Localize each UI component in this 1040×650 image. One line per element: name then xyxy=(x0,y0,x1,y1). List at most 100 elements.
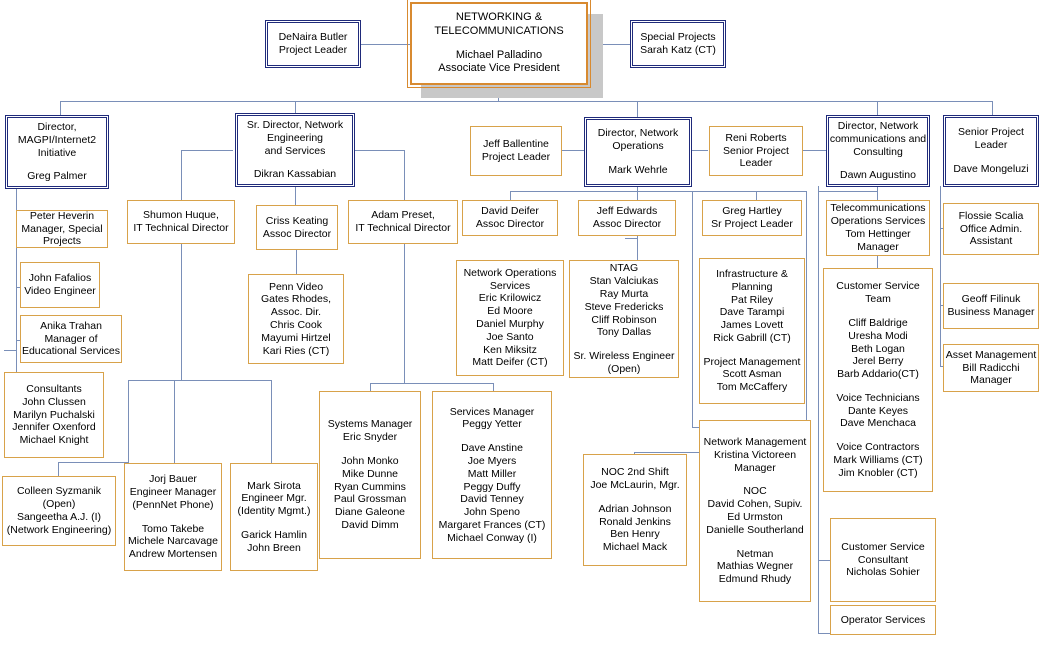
node-text-line: Engineer Mgr. xyxy=(241,492,307,505)
connector xyxy=(60,101,992,102)
node-text-line: Project Leader xyxy=(481,151,551,163)
connector xyxy=(637,186,638,191)
node-text-line: Shumon Huque, xyxy=(143,209,219,222)
connector xyxy=(992,101,993,116)
node-text-line: Beth Logan xyxy=(851,342,905,355)
node-text-line: Stan Valciukas xyxy=(589,275,659,288)
node-text-line: Senior Project xyxy=(723,144,789,157)
node-text-line: Penn Video xyxy=(268,280,324,293)
node-text-line: (Network Engineering) xyxy=(6,523,112,536)
node-text-line: Dave Mongeluzi xyxy=(953,162,1029,175)
node-text-line: Assoc. Dir. xyxy=(270,306,322,319)
node-text-line: Greg Hartley xyxy=(722,205,782,218)
node-text-line: Senior Project xyxy=(958,126,1024,139)
connector xyxy=(181,243,182,380)
connector xyxy=(692,150,708,151)
node-text-line: Kristina Victoreen xyxy=(713,448,797,461)
node-text-line: Mayumi Hirtzel xyxy=(261,331,331,344)
node-text-line: Margaret Frances (CT) xyxy=(438,518,546,531)
connector xyxy=(806,191,807,597)
node-text-line: Assistant xyxy=(969,235,1013,248)
node-text-line: Netman xyxy=(736,547,774,560)
huque-box: Shumon Huque,IT Technical Director xyxy=(127,200,235,244)
connector xyxy=(818,560,830,561)
node-text-line: Dawn Augustino xyxy=(840,169,916,182)
node-text-line: Project Leader xyxy=(278,44,348,56)
connector xyxy=(877,101,878,116)
node-text-line: NOC 2nd Shift xyxy=(601,466,669,479)
node-text-line: Operator Services xyxy=(840,613,926,626)
node-text-line: Consulting xyxy=(853,145,903,158)
connector xyxy=(355,150,405,151)
node-text-line: Network Management xyxy=(703,436,807,449)
node-text-line: Peter Heverin xyxy=(29,209,95,222)
connector xyxy=(637,101,638,118)
node-text-line: and Services xyxy=(264,144,326,157)
node-text-line: Voice Technicians xyxy=(836,391,920,404)
node-text-line: Services Manager xyxy=(449,405,535,418)
connector xyxy=(692,427,699,428)
node-text-line: communications and xyxy=(829,132,927,145)
node-text-line: Mike Dunne xyxy=(341,467,399,480)
node-text-line: (Identity Mgmt.) xyxy=(237,505,311,518)
node-text-line: Matt Miller xyxy=(467,467,517,480)
connector xyxy=(692,191,693,427)
connector xyxy=(174,380,175,463)
node-text-line: Joe Myers xyxy=(467,454,517,467)
node-text-line: Bill Radicchi xyxy=(962,361,1020,374)
node-text-line: Ed Urmston xyxy=(727,511,783,523)
connector xyxy=(295,183,296,205)
node-text-line: James Lovett xyxy=(720,319,784,332)
node-text-line: Cliff Robinson xyxy=(591,313,657,326)
node-text-line: Daniel Murphy xyxy=(476,318,544,330)
node-text-line: Mark Williams (CT) xyxy=(833,454,923,467)
node-text-line: Consultant xyxy=(857,553,909,566)
node-text-line: IT Technical Director xyxy=(133,222,229,234)
node-text-line: Peggy Duffy xyxy=(463,480,521,493)
node-text-line: Pat Riley xyxy=(730,293,773,306)
node-text-line: Telecommunications xyxy=(830,202,926,215)
node-text-line: Dikran Kassabian xyxy=(253,168,337,181)
node-text-line: Video Engineer xyxy=(24,285,96,297)
connector xyxy=(181,150,182,200)
connector xyxy=(404,243,405,383)
node-text-line: Planning xyxy=(731,280,773,293)
node-text-line: Ken Miksitz xyxy=(483,343,537,356)
node-text-line: Asset Management xyxy=(945,348,1037,361)
connector xyxy=(4,350,16,351)
connector xyxy=(16,287,20,288)
node-text-line: Leader xyxy=(739,157,773,170)
node-text-line: Associate Vice President xyxy=(438,62,560,75)
connector xyxy=(181,150,233,151)
node-text-line: Michael Palladino xyxy=(455,49,543,61)
connector xyxy=(58,462,128,463)
node-text-line: NETWORKING & xyxy=(455,11,543,24)
node-text-line: Leader xyxy=(974,139,1008,152)
node-text-line: Dave Menchaca xyxy=(840,417,916,430)
node-text-line: Criss Keating xyxy=(265,214,329,227)
node-text-line: Ray Murta xyxy=(599,287,649,300)
node-text-line: TELECOMMUNICATIONS xyxy=(434,24,564,37)
node-text-line: Director, Network xyxy=(597,127,679,140)
node-text-line: Jeff Ballentine xyxy=(483,138,549,151)
node-text-line: Nicholas Sohier xyxy=(846,566,920,579)
node-text-line: Paul Grossman xyxy=(333,493,407,506)
node-text-line: Rick Gabrill (CT) xyxy=(713,331,791,344)
connector xyxy=(16,340,20,341)
node-text-line: David Deifer xyxy=(481,205,539,218)
node-text-line: Michael Conway (I) xyxy=(447,531,537,544)
node-text-line: Danielle Southerland xyxy=(706,523,804,536)
node-text-line: Office Admin. xyxy=(959,222,1023,235)
node-text-line: Tom Hettinger xyxy=(845,228,911,240)
connector xyxy=(940,228,943,229)
